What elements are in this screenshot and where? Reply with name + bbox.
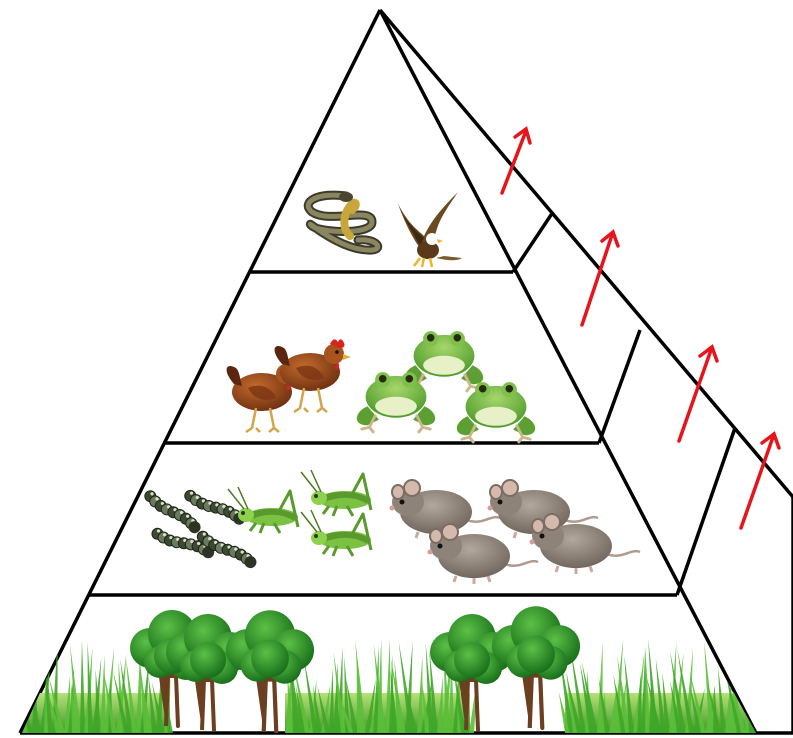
frog-icon xyxy=(357,372,435,432)
snake-icon xyxy=(308,192,377,250)
level-primary-consumers xyxy=(142,470,640,584)
level-tertiary-consumers xyxy=(308,192,462,267)
grasshopper-icon xyxy=(301,470,371,516)
mouse-icon xyxy=(530,514,641,574)
energy-arrows xyxy=(502,129,779,528)
arrow-up-icon xyxy=(741,434,779,528)
grass-icon xyxy=(559,638,769,738)
grasshopper-icon xyxy=(301,510,371,556)
pyramid-outline xyxy=(20,10,793,733)
mouse-icon xyxy=(428,524,539,584)
arrow-up-icon xyxy=(582,232,618,325)
eagle-icon xyxy=(398,192,462,267)
side-divider-1 xyxy=(513,212,553,272)
arrow-up-icon xyxy=(679,347,717,441)
side-divider-2 xyxy=(599,330,640,443)
side-face-back-edge xyxy=(380,10,793,497)
frog-icon xyxy=(457,382,535,442)
level-producers xyxy=(14,606,769,738)
level-secondary-consumers xyxy=(227,331,536,442)
grasshopper-icon xyxy=(228,487,298,533)
side-divider-3 xyxy=(677,428,735,595)
